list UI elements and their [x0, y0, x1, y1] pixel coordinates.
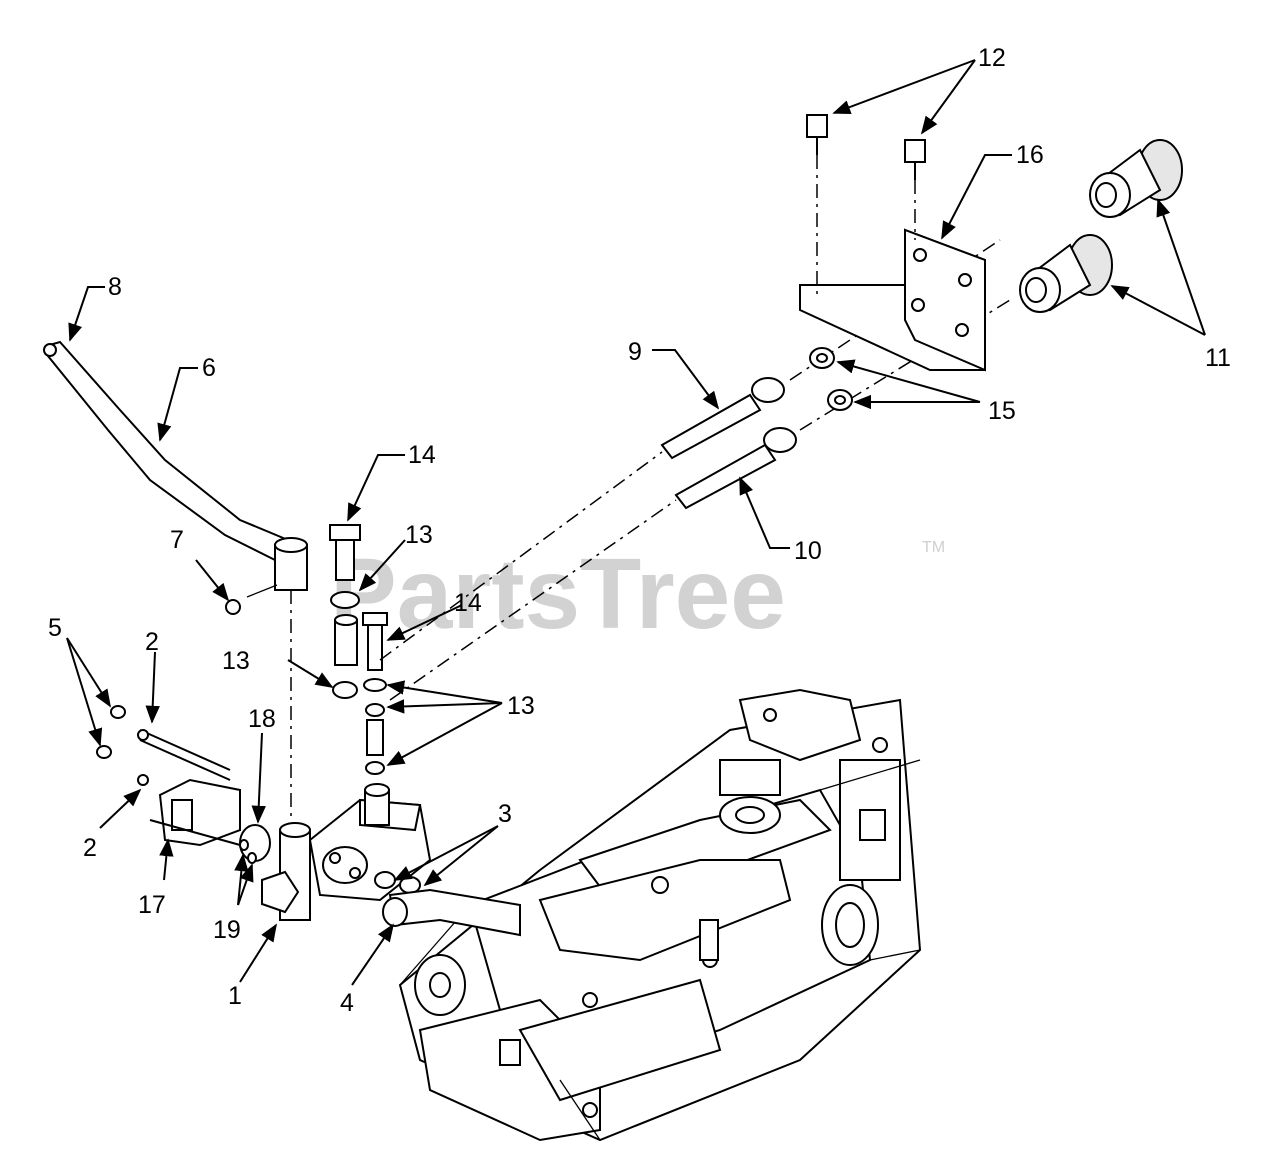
callout-6: 6 — [202, 354, 216, 382]
watermark-trademark: TM — [922, 539, 945, 556]
bolt-stack — [329, 524, 388, 775]
callout-2-top: 2 — [145, 628, 159, 656]
callout-9: 9 — [628, 338, 642, 366]
callout-4: 4 — [340, 989, 354, 1017]
callout-13-left: 13 — [222, 647, 250, 675]
callout-12: 12 — [978, 44, 1006, 72]
callout-13-right: 13 — [507, 692, 535, 720]
leader-lines — [66, 59, 1206, 986]
callout-19: 19 — [213, 916, 241, 944]
callout-10: 10 — [794, 537, 822, 565]
callout-15: 15 — [988, 397, 1016, 425]
callout-1: 1 — [228, 982, 242, 1010]
callout-13-top: 13 — [405, 521, 433, 549]
lever-bracket — [96, 705, 271, 864]
callout-16: 16 — [1016, 141, 1044, 169]
mounting-plate — [799, 114, 986, 372]
callout-14-mid: 14 — [454, 589, 482, 617]
hydraulic-tubes — [379, 239, 1011, 701]
callout-3: 3 — [498, 800, 512, 828]
callout-18: 18 — [248, 705, 276, 733]
control-valve-body — [261, 783, 521, 937]
control-lever — [43, 340, 308, 820]
callout-5: 5 — [48, 614, 62, 642]
callout-7: 7 — [170, 526, 184, 554]
callout-17: 17 — [138, 891, 166, 919]
transmission-housing — [398, 688, 922, 1142]
washers — [809, 347, 853, 411]
callout-2-bottom: 2 — [83, 834, 97, 862]
quick-couplers — [1019, 139, 1183, 313]
callout-11: 11 — [1205, 344, 1231, 372]
watermark-text: PartsTree — [330, 538, 786, 650]
callout-8: 8 — [108, 273, 122, 301]
callout-labels: 8 6 7 14 13 14 13 13 5 2 18 2 17 19 1 4 … — [48, 44, 1231, 1017]
callout-14-top: 14 — [408, 441, 436, 469]
